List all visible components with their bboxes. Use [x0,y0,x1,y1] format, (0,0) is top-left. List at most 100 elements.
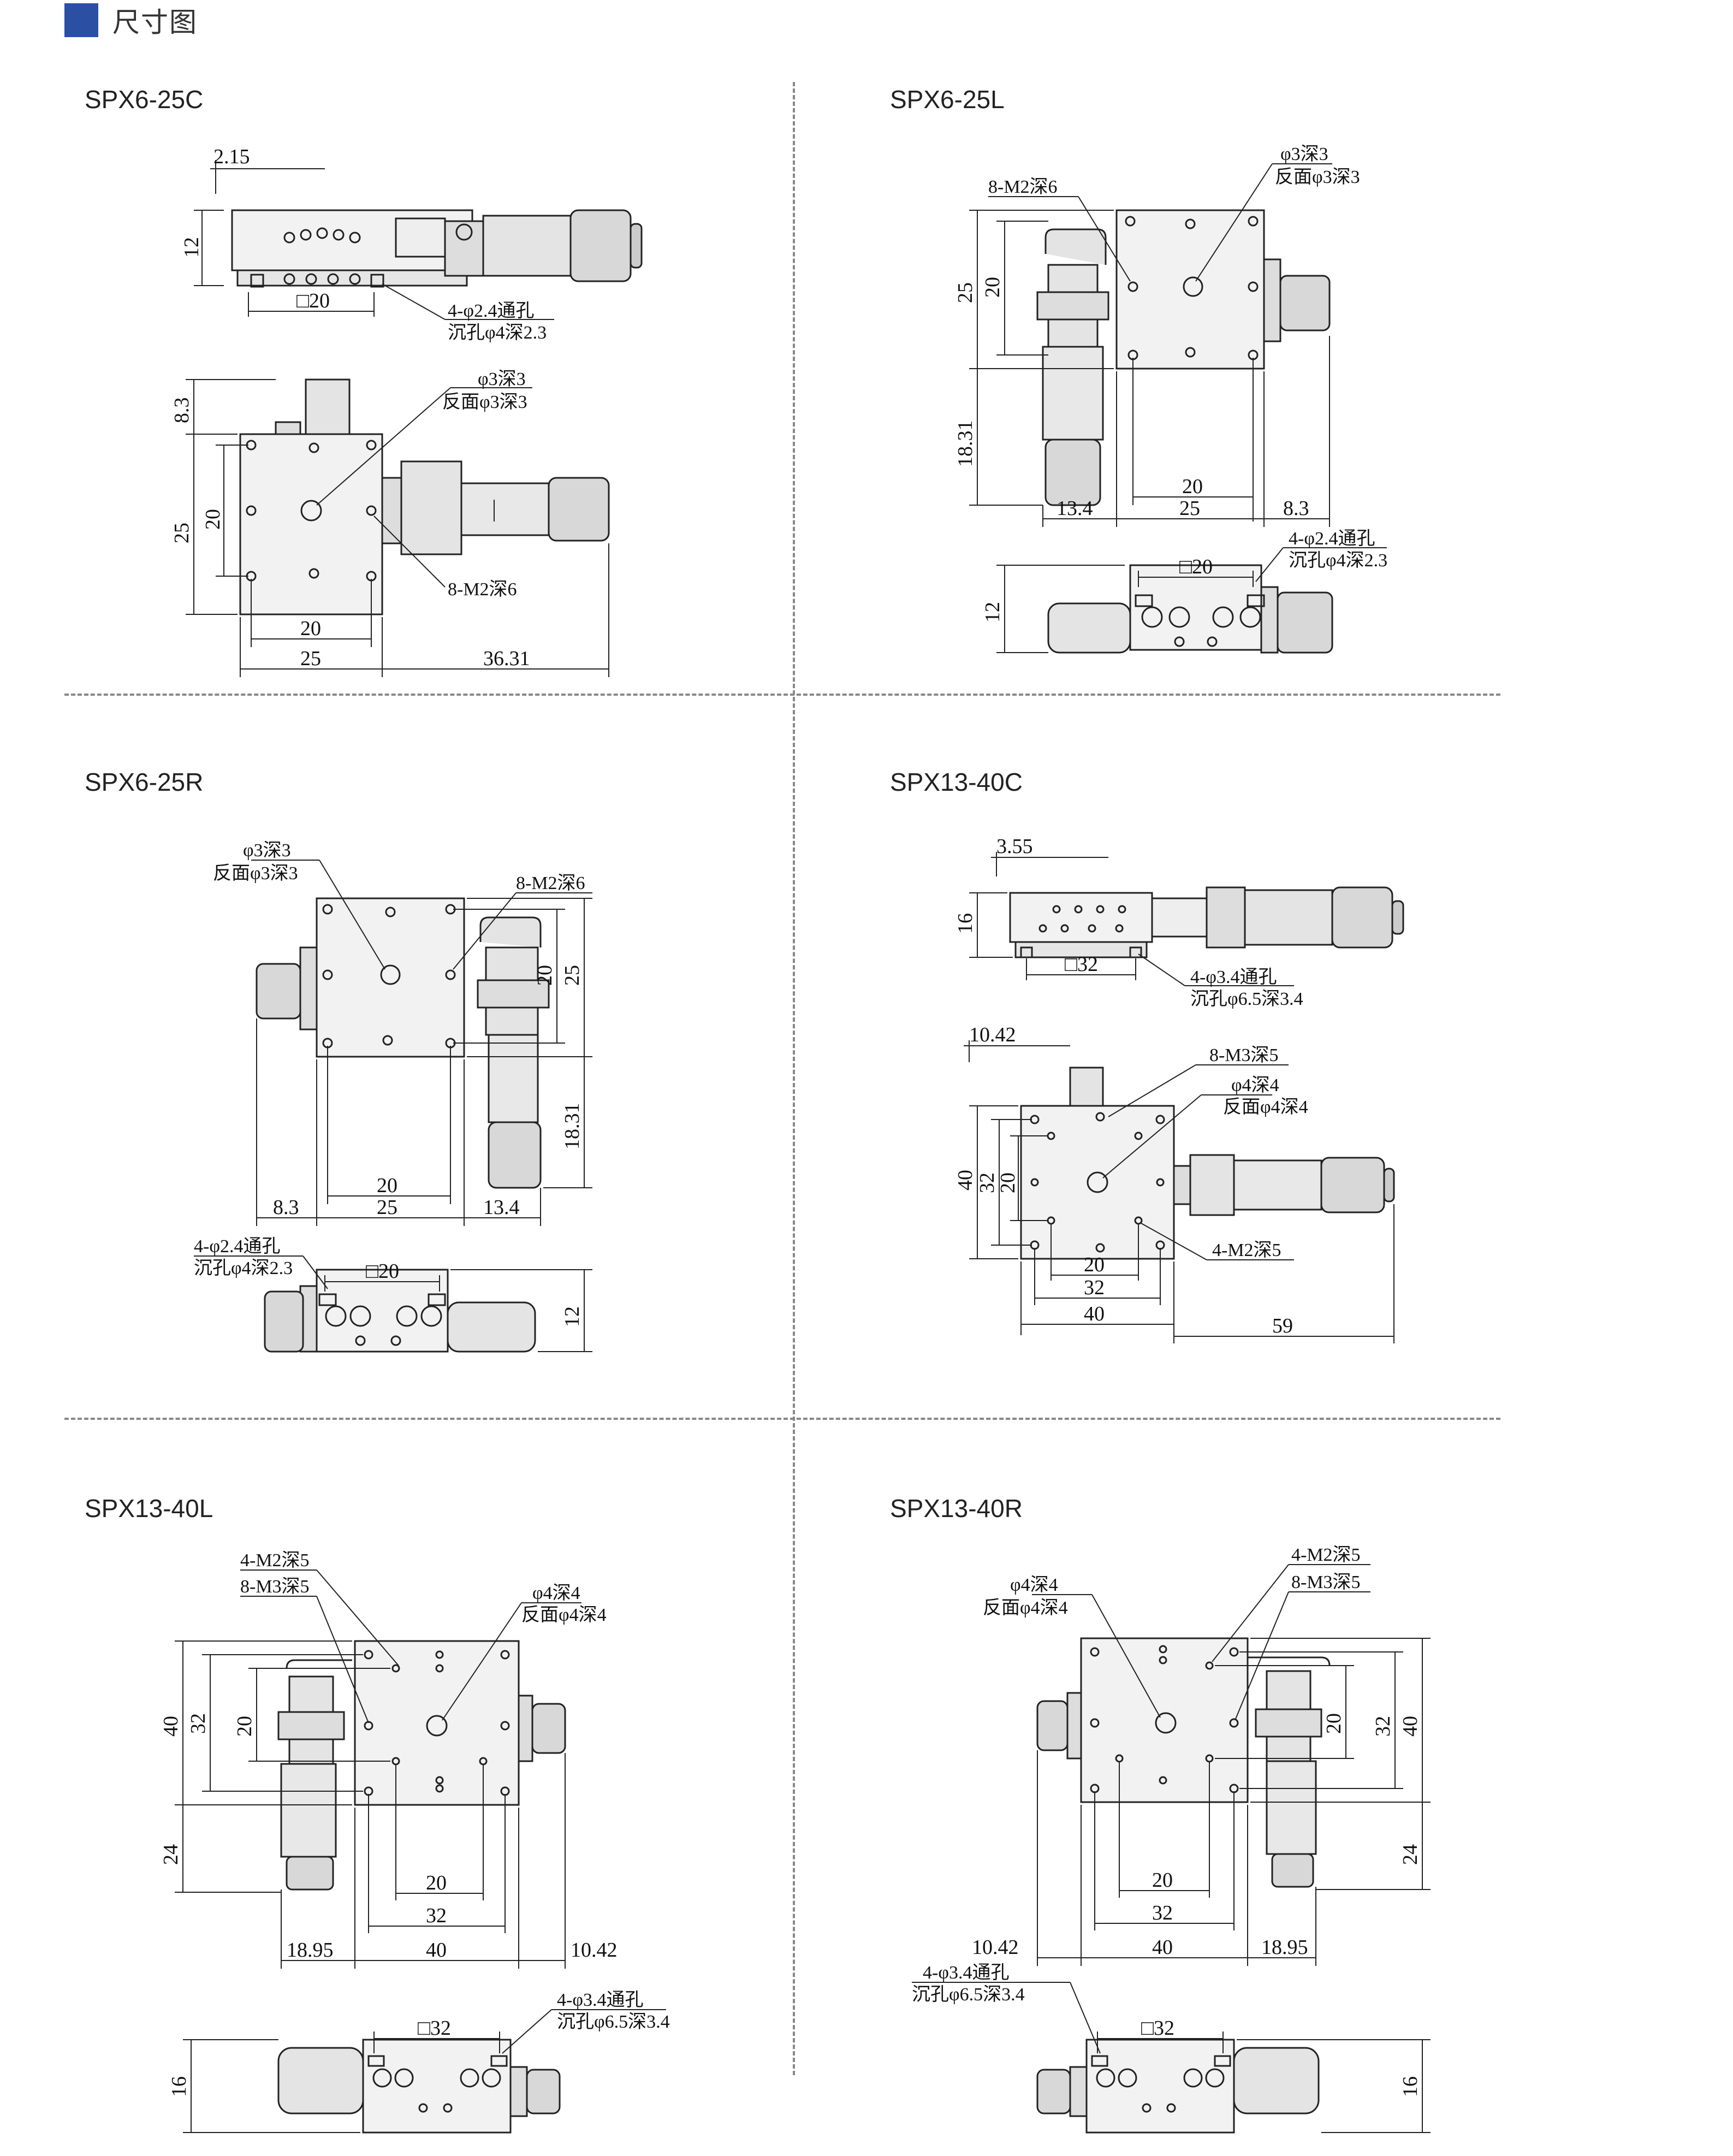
dim-label: 10.42 [972,1936,1019,1959]
hole-note: 沉孔φ4深2.3 [448,323,547,343]
side-view: 2.15 12 □20 4-φ2.4通孔 沉孔φ4深2.3 [180,145,643,343]
hole-note: 4-φ2.4通孔 [448,301,534,321]
top-view: 25 20 18.31 20 8.3 25 13.4 φ3深3 反面φ3深3 [213,840,592,1226]
micrometer [488,1034,539,1123]
dim-label: 16 [1399,2076,1422,2097]
dim-label: 24 [159,1844,182,1865]
dim-label: 16 [168,2076,191,2097]
section-title: 尺寸图 [112,7,198,38]
dim-label: 32 [1152,1902,1173,1924]
hole-note: 4-φ3.4通孔 [557,1990,643,2010]
micrometer-knob [1044,439,1101,506]
stage-top [239,433,383,615]
micrometer-knob [488,1121,542,1189]
dim-label: 25 [954,282,977,303]
dim-label: 13.4 [483,1196,520,1219]
micrometer [1244,889,1333,946]
dim-label: 40 [1152,1936,1173,1959]
model-title: SPX13-40L [85,1494,213,1523]
micrometer-knob [1320,1157,1385,1213]
dim-label: 2.15 [213,145,250,168]
model-title: SPX6-25R [85,768,204,796]
top-view: 25 20 18.31 20 13.4 25 8.3 8-M2深6 [954,144,1360,527]
model-title: SPX6-25L [890,85,1005,114]
hole-note: 8-M2深6 [516,873,585,893]
dim-label: 32 [1372,1716,1394,1737]
hole-note: 反面φ3深3 [442,392,527,412]
side-view: □32 16 4-φ3.4通孔 沉孔φ6.5深3.4 [168,1990,670,2134]
dim-label: 40 [1399,1716,1422,1737]
stage-body [1085,2039,1235,2134]
model-title: SPX6-25C [85,85,204,114]
hole-note: 沉孔φ6.5深3.4 [912,1985,1025,2005]
dim-label: 40 [159,1716,182,1737]
panel-spx13-40c: SPX13-40C 3.55 16 □32 4-φ3.4 [890,767,1589,1412]
dim-label: 10.42 [571,1939,618,1962]
stage-top [1020,1105,1175,1260]
hole-note: 4-φ3.4通孔 [1190,967,1277,987]
dim-label: 20 [426,1871,447,1894]
hole-note: 4-M2深5 [1212,1240,1281,1260]
dim-label: □20 [296,289,330,312]
hole-note: 沉孔φ4深2.3 [194,1258,293,1278]
dim-label: 8.3 [1283,497,1309,520]
dim-label: 20 [377,1174,397,1197]
dim-label: □20 [366,1260,399,1283]
micrometer-knob [1331,886,1393,949]
dim-label: 25 [377,1196,397,1219]
side-view: □32 16 4-φ3.4通孔 沉孔φ6.5深3.4 [912,1963,1431,2134]
hole-note: 4-φ2.4通孔 [194,1236,280,1257]
hole-note: 沉孔φ6.5深3.4 [557,2012,670,2032]
section-header: 尺寸图 [64,3,198,38]
hole-note: 4-M2深5 [1291,1545,1361,1565]
dim-label: □32 [418,2017,451,2040]
side-view: □20 12 4-φ2.4通孔 沉孔φ4深2.3 [981,529,1387,654]
drawing-spx13-40l: 40 32 20 24 20 32 18.95 4 [159,1550,670,2134]
dim-label: 8.3 [170,398,193,424]
center-hole [426,1715,448,1737]
top-view: 10.42 40 32 20 [954,1023,1395,1343]
hole-note: 8-M2深6 [448,579,517,600]
dim-label: 12 [981,602,1004,623]
dim-label: □20 [1179,555,1213,578]
top-view: 8.3 25 20 20 25 36.31 φ3深3 反面φ3深3 8-M2深6 [170,369,610,677]
panel-spx6-25c: SPX6-25C 2.15 12 □20 [85,85,784,685]
hole-note: 8-M3深5 [1209,1045,1279,1065]
drawing-spx13-40r: 40 32 20 24 20 32 10.42 4 [912,1545,1431,2134]
dim-label: 32 [1084,1276,1105,1299]
stage-top [1115,209,1265,370]
horizontal-divider-2 [64,1418,1500,1420]
drawing-spx6-25l: 25 20 18.31 20 13.4 25 8.3 8-M2深6 [954,144,1387,654]
hole-note: φ3深3 [243,840,291,861]
hole-note: 4-φ2.4通孔 [1289,529,1375,549]
dim-label: 59 [1272,1314,1293,1337]
dim-label: 10.42 [969,1023,1016,1046]
dim-label: 20 [996,1172,1019,1193]
hole-note: 8-M3深5 [240,1577,310,1597]
dim-label: 18.31 [561,1103,584,1150]
dim-label: 25 [300,647,321,670]
drawing-spx6-25c: 2.15 12 □20 4-φ2.4通孔 沉孔φ4深2.3 [170,145,643,677]
dim-label: 24 [1399,1844,1422,1865]
center-hole [300,500,322,522]
micrometer-knob [569,209,632,282]
dim-label: 16 [954,913,977,934]
center-hole [1183,276,1203,297]
side-view: □20 12 4-φ2.4通孔 沉孔φ4深2.3 [194,1236,592,1353]
hole-note: 反面φ4深4 [521,1605,607,1625]
top-view: 40 32 20 24 20 32 18.95 4 [159,1550,618,1969]
dim-label: 20 [1084,1253,1105,1276]
vertical-divider [793,82,795,2075]
drawing-spx6-25r: 25 20 18.31 20 8.3 25 13.4 φ3深3 反面φ3深3 [194,840,592,1353]
dim-label: 12 [561,1306,584,1327]
dim-label: 18.31 [954,420,977,467]
stage-body [316,1269,449,1353]
hole-note: φ3深3 [1280,144,1328,164]
dim-label: 20 [533,965,556,986]
dim-label: 20 [1322,1713,1345,1734]
top-view: 40 32 20 24 20 32 10.42 4 [972,1545,1431,1966]
model-title: SPX13-40R [890,1494,1023,1523]
dim-label: 12 [180,237,203,258]
micrometer [280,1763,337,1858]
center-hole [380,964,401,985]
